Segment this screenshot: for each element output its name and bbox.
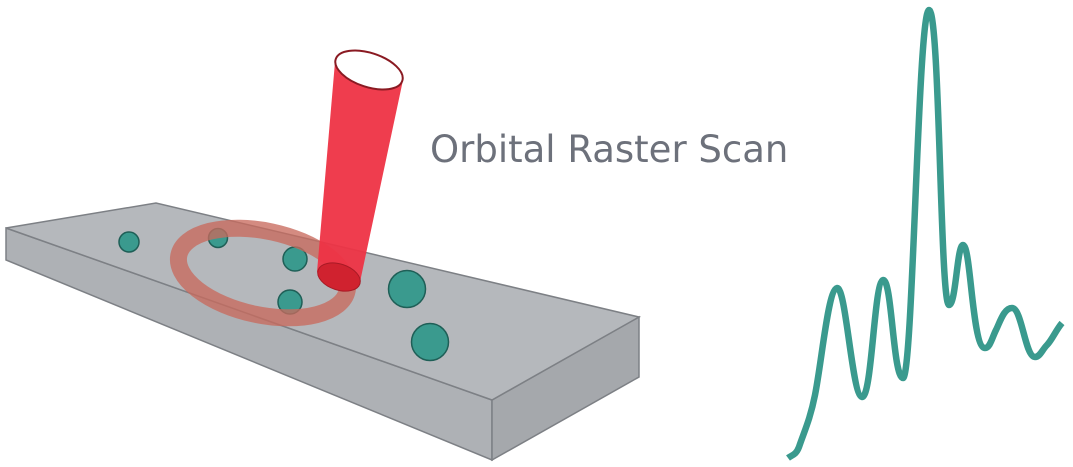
sample-slab bbox=[5, 202, 642, 462]
spectrum-trace bbox=[786, 6, 1065, 461]
diagram-title: Orbital Raster Scan bbox=[430, 128, 789, 171]
beam-body bbox=[317, 62, 403, 282]
particle bbox=[410, 322, 450, 362]
slab-top-face bbox=[5, 202, 642, 401]
particles bbox=[118, 227, 450, 362]
beam-spot bbox=[317, 262, 361, 292]
particle bbox=[387, 269, 427, 309]
particle bbox=[118, 231, 140, 253]
laser-beam bbox=[317, 49, 404, 292]
beam-top-opening bbox=[334, 49, 404, 91]
